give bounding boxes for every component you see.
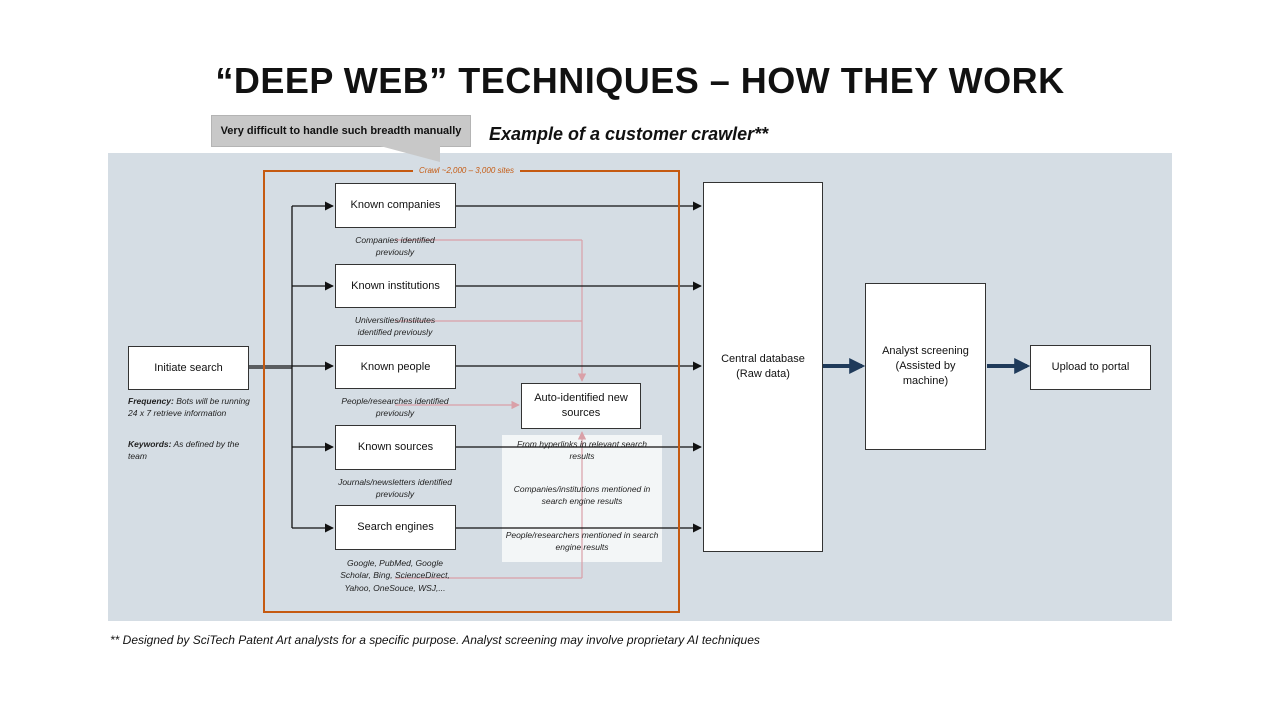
central-database-box: Central database (Raw data): [703, 182, 823, 552]
keywords-label: Keywords:: [128, 439, 171, 449]
auto-note-people: People/researchers mentioned in search e…: [505, 529, 659, 554]
known-people-box: Known people: [335, 345, 456, 389]
known-sources-box: Known sources: [335, 425, 456, 470]
frequency-label: Frequency:: [128, 396, 174, 406]
search-engines-note: Google, PubMed, Google Scholar, Bing, Sc…: [336, 557, 454, 594]
known-sources-note: Journals/newsletters identified previous…: [338, 476, 452, 501]
analyst-screening-box: Analyst screening (Assisted by machine): [865, 283, 986, 450]
auto-note-hyperlinks: From hyperlinks in relevant search resul…: [505, 438, 659, 463]
known-people-note: People/researches identified previously: [338, 395, 452, 420]
known-companies-note: Companies identified previously: [340, 234, 450, 259]
auto-identified-box: Auto-identified new sources: [521, 383, 641, 429]
known-institutions-note: Universities/Institutes identified previ…: [338, 314, 452, 339]
footnote: ** Designed by SciTech Patent Art analys…: [110, 633, 760, 647]
upload-portal-box: Upload to portal: [1030, 345, 1151, 390]
auto-note-companies: Companies/institutions mentioned in sear…: [505, 483, 659, 508]
frequency-note: Frequency: Bots will be running 24 x 7 r…: [128, 395, 253, 420]
keywords-note: Keywords: As defined by the team: [128, 438, 253, 463]
known-institutions-box: Known institutions: [335, 264, 456, 308]
initiate-search-box: Initiate search: [128, 346, 249, 390]
known-companies-box: Known companies: [335, 183, 456, 228]
search-engines-box: Search engines: [335, 505, 456, 550]
crawl-label: Crawl ~2,000 – 3,000 sites: [413, 166, 520, 175]
callout-tail: [380, 146, 440, 162]
